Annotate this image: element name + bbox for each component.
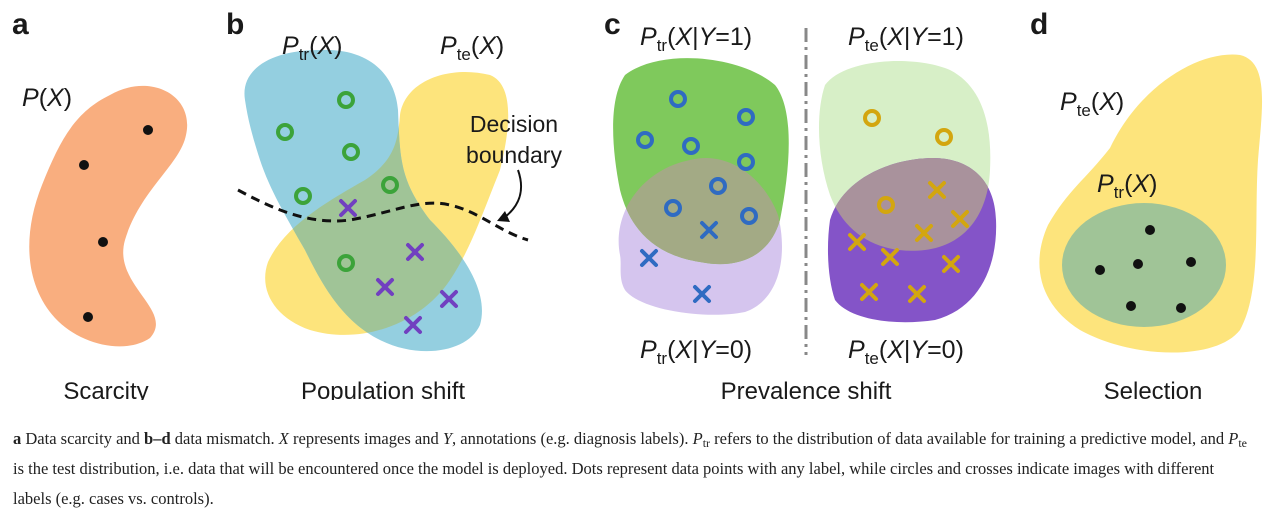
circle-marker bbox=[877, 196, 895, 214]
panel-title-selection: Selection bbox=[1104, 378, 1203, 400]
figure-caption: a Data scarcity and b–d data mismatch. X… bbox=[13, 424, 1253, 514]
panel-a: a P(X) Scarcity bbox=[12, 8, 188, 400]
test-overlap-region bbox=[827, 157, 991, 251]
boundary-pointer-arrow bbox=[504, 169, 523, 218]
decision-boundary-line bbox=[237, 188, 529, 242]
circle-marker bbox=[709, 177, 727, 195]
train-y0-markers bbox=[640, 221, 718, 303]
circle-marker bbox=[342, 143, 360, 161]
caption-subscript: te bbox=[1238, 436, 1248, 450]
data-point-dot bbox=[1176, 303, 1186, 313]
circle-marker bbox=[935, 128, 953, 146]
label-p-train-y0: Ptr(X|Y=0) bbox=[640, 336, 752, 368]
test-y0-markers bbox=[848, 181, 969, 303]
data-point-dot bbox=[1186, 257, 1196, 267]
caption-text: , annotations (e.g. diagnosis labels). bbox=[452, 429, 693, 448]
label-p-x: P(X) bbox=[22, 84, 72, 112]
data-point-dot bbox=[1095, 265, 1105, 275]
label-boundary: boundary bbox=[466, 142, 562, 168]
caption-text: is the test distribution, i.e. data that… bbox=[13, 459, 1215, 508]
cross-marker bbox=[951, 210, 969, 228]
arrow-head bbox=[497, 211, 510, 222]
circle-marker bbox=[337, 91, 355, 109]
data-point-dot bbox=[79, 160, 89, 170]
cross-marker bbox=[406, 243, 424, 261]
caption-var-p: P bbox=[1228, 429, 1239, 448]
cross-marker bbox=[376, 278, 394, 296]
panel-c: c bbox=[604, 8, 997, 400]
data-point-dot bbox=[98, 237, 108, 247]
cross-marker bbox=[915, 224, 933, 242]
circle-marker bbox=[664, 199, 682, 217]
panel-title-population-shift: Population shift bbox=[301, 378, 465, 400]
panel-letter-b: b bbox=[226, 8, 244, 41]
circle-marker bbox=[636, 131, 654, 149]
cross-marker bbox=[640, 249, 658, 267]
panel-b: b Ptr(X) Pte(X) Decision boundary Popula… bbox=[226, 8, 562, 400]
cross-marker bbox=[339, 199, 357, 217]
label-p-test: Pte(X) bbox=[1060, 88, 1124, 120]
cross-marker bbox=[700, 221, 718, 239]
cross-marker bbox=[928, 181, 946, 199]
test-y1-markers bbox=[863, 109, 953, 214]
cross-marker bbox=[848, 233, 866, 251]
data-point-dot bbox=[1145, 225, 1155, 235]
circle-marker bbox=[737, 108, 755, 126]
green-class-markers bbox=[276, 91, 399, 272]
purple-class-markers bbox=[339, 199, 458, 334]
panel-letter-c: c bbox=[604, 8, 621, 41]
cross-marker bbox=[404, 316, 422, 334]
label-p-train: Ptr(X) bbox=[1097, 170, 1157, 202]
circle-marker bbox=[294, 187, 312, 205]
panel-title-scarcity: Scarcity bbox=[63, 378, 148, 400]
figure-canvas: a P(X) Scarcity b Ptr( bbox=[12, 8, 1263, 400]
train-y1-markers bbox=[636, 90, 758, 225]
caption-var-y: Y bbox=[442, 429, 453, 448]
circle-marker bbox=[381, 176, 399, 194]
caption-var-x: X bbox=[278, 429, 289, 448]
cross-marker bbox=[693, 285, 711, 303]
label-p-test-y0: Pte(X|Y=0) bbox=[848, 336, 964, 368]
cross-marker bbox=[440, 290, 458, 308]
label-p-test-y1: Pte(X|Y=1) bbox=[848, 23, 964, 55]
circle-marker bbox=[682, 137, 700, 155]
panel-letter-a: a bbox=[12, 8, 29, 41]
panel-title-prevalence-shift: Prevalence shift bbox=[721, 378, 892, 400]
caption-subscript: tr bbox=[702, 436, 711, 450]
caption-text: Data scarcity and bbox=[21, 429, 145, 448]
label-p-train: Ptr(X) bbox=[282, 32, 342, 64]
label-p-train-y1: Ptr(X|Y=1) bbox=[640, 23, 752, 55]
data-point-dot bbox=[1126, 301, 1136, 311]
caption-var-p: P bbox=[692, 429, 703, 448]
circle-marker bbox=[669, 90, 687, 108]
circle-marker bbox=[337, 254, 355, 272]
cross-marker bbox=[908, 285, 926, 303]
cross-marker bbox=[860, 283, 878, 301]
circle-marker bbox=[737, 153, 755, 171]
scarcity-distribution-region bbox=[29, 85, 188, 347]
label-decision: Decision bbox=[470, 111, 558, 137]
caption-text: represents images and bbox=[288, 429, 443, 448]
data-point-dot bbox=[1133, 259, 1143, 269]
data-point-dot bbox=[143, 125, 153, 135]
panel-letter-d: d bbox=[1030, 8, 1048, 41]
caption-text: data mismatch. bbox=[170, 429, 279, 448]
circle-marker bbox=[863, 109, 881, 127]
caption-bold-bd: b–d bbox=[144, 429, 171, 448]
cross-marker bbox=[881, 248, 899, 266]
cross-marker bbox=[942, 255, 960, 273]
data-point-dot bbox=[83, 312, 93, 322]
panel-d: d Pte(X) Ptr(X) Selection bbox=[1030, 8, 1263, 400]
caption-bold-a: a bbox=[13, 429, 22, 448]
train-distribution-region bbox=[1062, 203, 1226, 327]
caption-text: refers to the distribution of data avail… bbox=[710, 429, 1229, 448]
label-p-test: Pte(X) bbox=[440, 32, 504, 64]
circle-marker bbox=[276, 123, 294, 141]
circle-marker bbox=[740, 207, 758, 225]
